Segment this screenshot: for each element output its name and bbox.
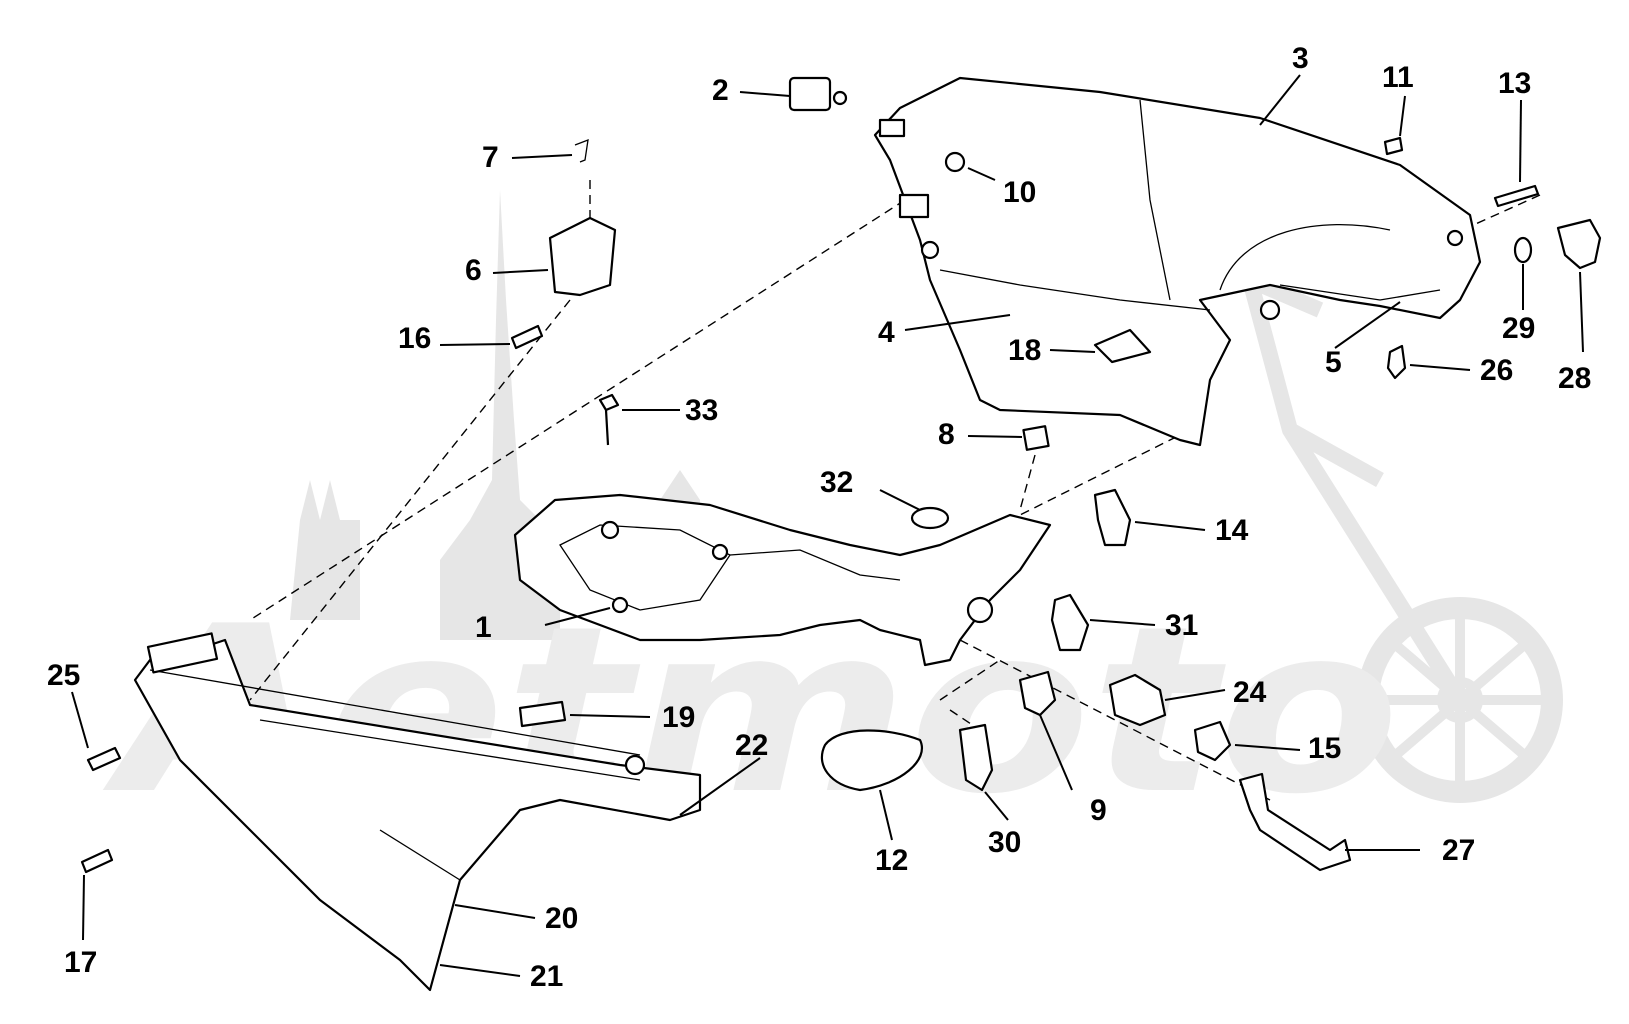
- callout-labels: 1 2 3 4 5 6 7 8 9 10 11 12 13 14 15 16 1…: [47, 42, 1591, 993]
- callout-21: 21: [530, 960, 563, 993]
- frame-tray-part: [513, 493, 1052, 667]
- upper-cowl-part: [873, 76, 1482, 447]
- part-28-icon: [1556, 218, 1602, 270]
- callout-15: 15: [1308, 732, 1341, 765]
- part-16-icon: [510, 324, 544, 350]
- part-8-icon: [1022, 425, 1050, 451]
- callout-33: 33: [685, 394, 718, 427]
- callout-27: 27: [1442, 834, 1475, 867]
- part-11-icon: [1383, 136, 1404, 156]
- callout-7: 7: [482, 141, 499, 174]
- callout-9: 9: [1090, 794, 1107, 827]
- callout-5: 5: [1325, 346, 1342, 379]
- callout-24: 24: [1233, 676, 1267, 709]
- callout-25: 25: [47, 659, 80, 692]
- callout-22: 22: [735, 729, 768, 762]
- callout-13: 13: [1498, 67, 1531, 100]
- part-17-icon: [80, 848, 114, 874]
- callout-4: 4: [878, 316, 895, 349]
- callout-31: 31: [1165, 609, 1198, 642]
- part-14-icon: [1093, 488, 1132, 547]
- callout-10: 10: [1003, 176, 1036, 209]
- callout-3: 3: [1292, 42, 1309, 75]
- callout-30: 30: [988, 826, 1021, 859]
- callout-14: 14: [1215, 514, 1249, 547]
- part-19-icon: [518, 700, 567, 728]
- callout-32: 32: [820, 466, 853, 499]
- part-10-icon: [944, 151, 966, 173]
- part-29-icon: [1513, 236, 1533, 264]
- lower-cowl-part: [133, 632, 702, 992]
- callout-8: 8: [938, 418, 955, 451]
- part-25-icon: [86, 746, 122, 772]
- callout-1: 1: [475, 611, 492, 644]
- part-31-icon: [1050, 593, 1090, 652]
- part-26-icon: [1386, 344, 1407, 380]
- part-32-icon: [910, 506, 950, 530]
- part-13-icon: [1493, 184, 1540, 208]
- callout-29: 29: [1502, 312, 1535, 345]
- part-15-icon: [1193, 720, 1232, 762]
- callout-16: 16: [398, 322, 431, 355]
- callout-11: 11: [1382, 61, 1414, 94]
- part-6-icon: [548, 216, 617, 297]
- leader-lines: [71, 74, 1584, 977]
- callout-18: 18: [1008, 334, 1041, 367]
- part-30-icon: [958, 723, 994, 792]
- part-9-icon: [1018, 670, 1057, 717]
- callout-2: 2: [712, 74, 729, 107]
- callout-20: 20: [545, 902, 578, 935]
- callout-6: 6: [465, 254, 482, 287]
- watermark-towers-icon: [290, 470, 700, 620]
- part-18-icon: [1093, 328, 1152, 364]
- callout-17: 17: [64, 946, 97, 979]
- part-24-icon: [1108, 673, 1167, 727]
- part-12-icon: [820, 729, 923, 792]
- callout-28: 28: [1558, 362, 1591, 395]
- part-2-icon: [788, 76, 832, 112]
- callout-12: 12: [875, 844, 908, 877]
- part-33-icon: [598, 393, 620, 446]
- small-parts: [80, 76, 1602, 874]
- callout-26: 26: [1480, 354, 1513, 387]
- callout-19: 19: [662, 701, 695, 734]
